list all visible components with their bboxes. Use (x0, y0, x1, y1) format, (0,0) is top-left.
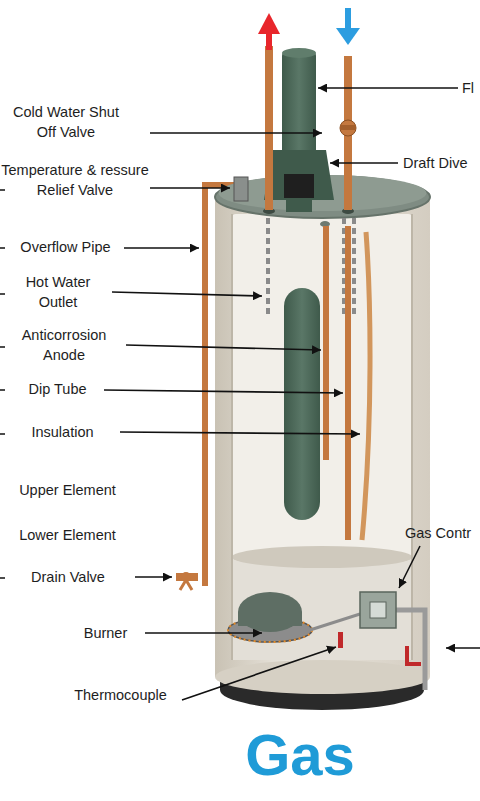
inner-flue (284, 288, 320, 520)
part-label: Thermocouple (58, 685, 183, 705)
anode-rod (323, 226, 329, 460)
leader-arrows (330, 162, 398, 164)
flue-and-draft-diverter (284, 174, 314, 198)
burner (310, 614, 360, 630)
flue-and-draft-diverter (264, 150, 334, 200)
part-label: Burner (68, 623, 143, 643)
gas-control (407, 646, 421, 664)
dip-tube (345, 226, 351, 540)
part-label: Fl (462, 78, 480, 98)
insulation-line (362, 232, 370, 540)
hot-water-pipe (258, 13, 280, 34)
cropped-leader-stubs (0, 577, 5, 579)
dashed-fittings (266, 218, 270, 316)
burner (238, 612, 302, 626)
insulation-line (362, 232, 370, 540)
part-label: Dip Tube (10, 379, 105, 399)
tank-body (231, 214, 233, 660)
gas-control (370, 602, 386, 618)
caption: Gas (190, 722, 410, 788)
part-label: Cold Water Shut Off Valve (5, 102, 127, 142)
flue-and-draft-diverter (264, 48, 334, 212)
relief-valve (234, 177, 248, 201)
hot-water-pipe (258, 13, 280, 210)
leader-arrows (318, 87, 458, 89)
gas-control (360, 592, 425, 690)
thermocouple (338, 632, 343, 648)
leader-arrows (399, 546, 420, 588)
part-label: Anticorrosion Anode (5, 325, 123, 365)
tank-body (411, 214, 413, 660)
part-label: Overflow Pipe (8, 237, 123, 257)
tank-body (215, 195, 430, 677)
tank-body (232, 556, 412, 660)
part-label: Upper Element (5, 480, 130, 500)
leader-arrows (145, 632, 262, 634)
leader-arrows (150, 132, 322, 134)
drain-valve (176, 572, 198, 590)
part-label: Drain Valve (18, 567, 118, 587)
tank-body (215, 195, 430, 694)
leader-arrows (446, 647, 480, 649)
part-label: Gas Contr (405, 523, 480, 543)
inner-flue (284, 288, 320, 520)
hot-water-pipe (265, 46, 273, 210)
anode-rod (323, 226, 329, 460)
cropped-leader-stubs (0, 389, 5, 391)
part-label: Draft Dive (403, 153, 480, 173)
relief-valve (234, 177, 248, 201)
cropped-leader-stubs (0, 293, 5, 295)
leader-arrows (150, 187, 230, 189)
cropped-leader-stubs (0, 433, 5, 435)
part-label: Insulation (10, 422, 115, 442)
tank-body (232, 546, 412, 568)
cold-water-pipe (336, 28, 360, 45)
dip-tube (345, 226, 351, 540)
drain-valve (180, 580, 192, 590)
gas-control (360, 592, 396, 628)
leader-arrows (120, 432, 360, 434)
shut-off-valve (340, 125, 356, 130)
cropped-leader-stubs (0, 189, 5, 191)
leader-arrows (124, 247, 199, 249)
leader-arrows (104, 390, 343, 393)
cropped-leader-stubs (0, 190, 5, 578)
gas-control (396, 610, 425, 690)
leader-arrows (126, 345, 321, 350)
part-label: Lower Element (5, 525, 130, 545)
leader-arrows (182, 647, 336, 700)
part-label: Temperature & ressure Relief Valve (0, 160, 150, 200)
dashed-fittings (352, 218, 356, 316)
burner (238, 592, 302, 632)
cropped-leader-stubs (0, 247, 5, 249)
shut-off-valve (340, 120, 356, 136)
cropped-leader-stubs (0, 346, 5, 348)
thermocouple (338, 632, 343, 648)
shut-off-valve (340, 120, 356, 136)
cold-water-pipe (345, 8, 351, 30)
cold-water-pipe (336, 8, 360, 210)
leader-arrows (104, 88, 480, 700)
tank-body (232, 214, 412, 564)
leader-arrows (112, 292, 262, 296)
leader-arrows (135, 576, 172, 578)
flue-and-draft-diverter (282, 48, 316, 58)
flue-and-draft-diverter (286, 198, 312, 212)
part-label: Hot Water Outlet (10, 272, 106, 312)
